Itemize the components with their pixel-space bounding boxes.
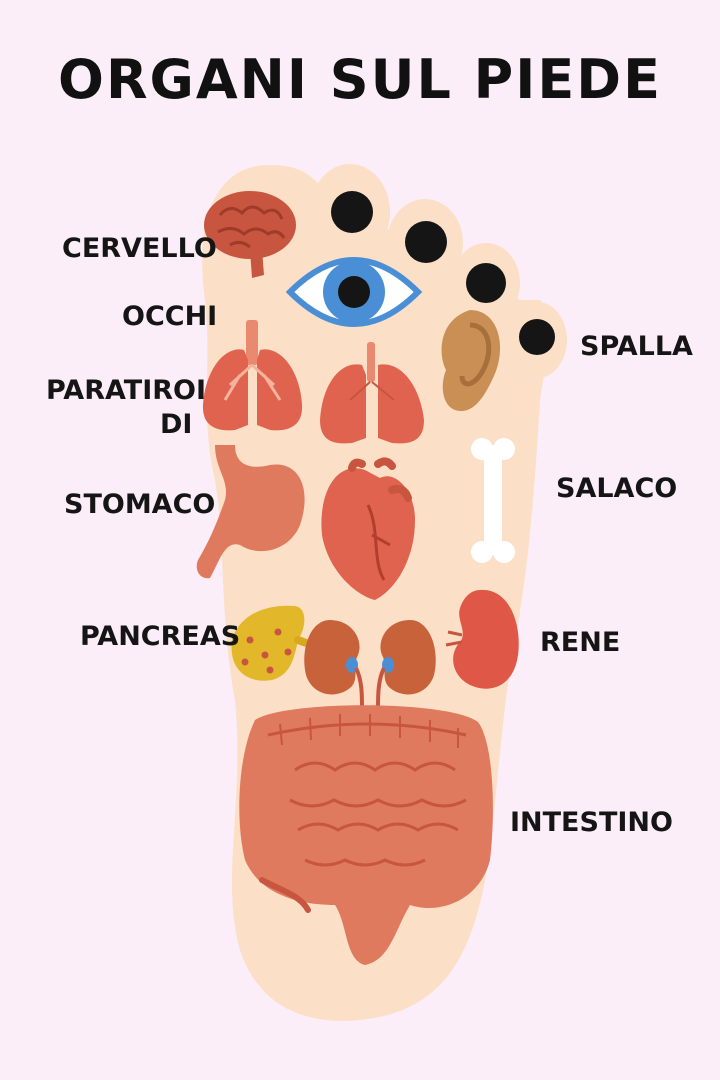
brain-icon [204,191,296,278]
label-paratiroidi-line1: PARATIROI [46,375,207,406]
eye-icon [285,257,423,327]
intestine-icon [239,705,493,965]
lungs-icon-left [202,320,303,431]
toe-dot-4 [519,319,555,355]
label-stomaco: STOMACO [64,489,216,520]
lungs-icon-right [320,342,424,444]
bone-icon [471,438,515,563]
label-pancreas: PANCREAS [80,621,241,652]
label-intestino: INTESTINO [510,807,673,838]
label-spalla: SPALLA [580,331,693,362]
label-salaco: SALACO [556,473,678,504]
label-cervello: CERVELLO [62,233,217,264]
toe-dot-3 [466,263,506,303]
ear-icon [441,310,501,412]
toe-dot-2 [405,221,447,263]
kidney-icon [445,589,519,689]
label-rene: RENE [540,627,621,658]
diagram-title: ORGANI SUL PIEDE [58,48,662,111]
label-occhi: OCCHI [122,301,218,332]
toe-dot-1 [331,191,373,233]
heart-icon [321,457,415,600]
label-paratiroidi-line2: DI [160,409,193,440]
stomach-icon [196,445,305,579]
kidneys-icon [304,620,436,709]
